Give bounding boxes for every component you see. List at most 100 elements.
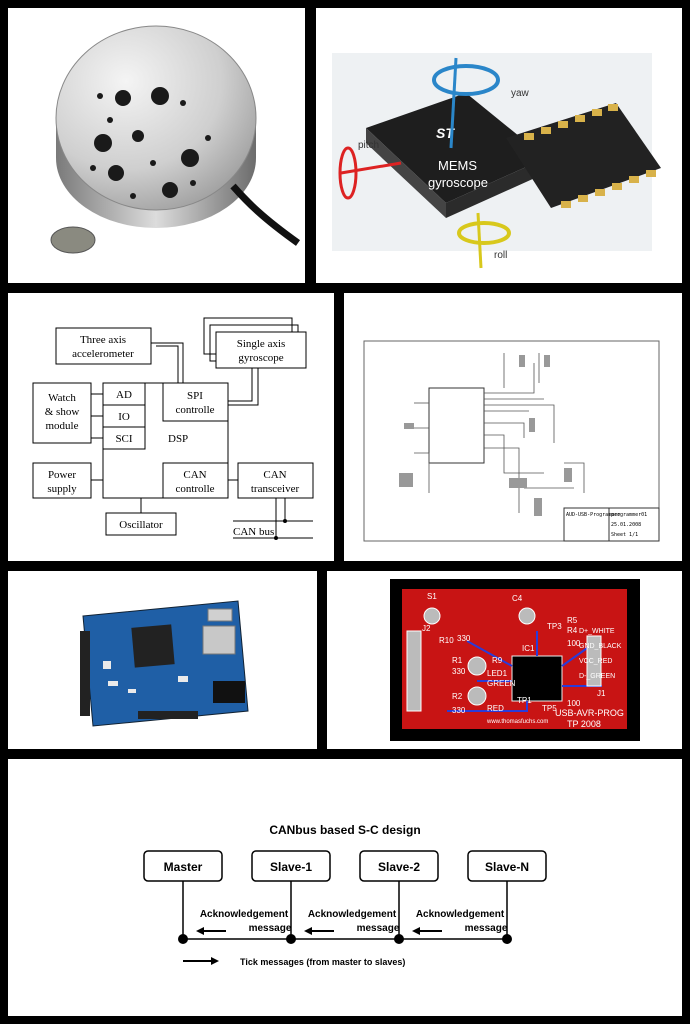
ack-arrow-1: Acknowledgement message [196, 909, 292, 935]
ack-2-line2: message [357, 923, 400, 934]
dev-board-panel [8, 571, 317, 749]
schematic-panel: AUD-USB-Programmer programmer01 25.01.20… [344, 293, 682, 561]
node-slave-1: Slave-1 [252, 851, 330, 881]
pcb-layout: S1 R10 R1 R2 330 330 330 100 100 R5 R4 R… [327, 571, 682, 749]
can-bus-label: CAN bus [233, 526, 274, 538]
svg-text:TP1: TP1 [517, 696, 532, 705]
ack-arrow-2: Acknowledgement message [304, 909, 400, 935]
node-slave-2-label: Slave-2 [378, 860, 420, 874]
ethernet-jack [203, 626, 235, 654]
can-trans-line2: transceiver [251, 483, 300, 495]
can-ctrl-line2: controlle [175, 483, 214, 495]
power-line2: supply [47, 483, 77, 495]
pin-header-bottom [138, 711, 198, 719]
node-slave-n-label: Slave-N [485, 860, 529, 874]
accelerometer-line2: accelerometer [72, 348, 134, 360]
legend-label: Tick messages (from master to slaves) [240, 957, 405, 967]
svg-text:330: 330 [452, 706, 466, 715]
pin-header-left [80, 631, 90, 716]
title-block-line3: 25.01.2008 [611, 522, 641, 528]
svg-text:RED: RED [487, 704, 504, 713]
svg-text:J1: J1 [597, 689, 606, 698]
dsp-label: DSP [168, 433, 188, 445]
dev-board-illustration [8, 571, 317, 749]
chip-line1: MEMS [438, 158, 477, 173]
svg-text:C4: C4 [512, 594, 523, 603]
svg-text:D-_GREEN: D-_GREEN [579, 673, 615, 680]
schematic-frame [364, 341, 659, 541]
can-design-title: CANbus based S-C design [269, 823, 420, 837]
force-sensor-illustration [8, 8, 305, 283]
node-master: Master [144, 851, 222, 881]
ack-3-line1: Acknowledgement [416, 909, 505, 920]
can-design-diagram: CANbus based S-C design Master Slave-1 S… [8, 759, 682, 1016]
title-block-line4: Sheet 1/1 [611, 532, 638, 538]
spi-line2: controlle [175, 404, 214, 416]
roll-label: roll [494, 250, 507, 261]
ad-label: AD [116, 389, 132, 401]
node-slave-2: Slave-2 [360, 851, 438, 881]
svg-text:R2: R2 [452, 692, 463, 701]
schematic-ic [429, 388, 484, 463]
ack-arrow-3: Acknowledgement message [412, 909, 508, 935]
gyroscope-line1: Single axis [237, 338, 286, 350]
power-line1: Power [48, 469, 76, 481]
gyroscope-line2: gyroscope [238, 352, 283, 364]
svg-text:R10: R10 [439, 636, 454, 645]
svg-text:R4: R4 [567, 626, 578, 635]
yaw-label: yaw [511, 88, 530, 99]
sci-label: SCI [115, 433, 132, 445]
ack-3-line2: message [465, 923, 508, 934]
legend: Tick messages (from master to slaves) [183, 957, 405, 967]
svg-text:J2: J2 [422, 624, 431, 633]
usb-jack [208, 609, 232, 621]
ack-1-line1: Acknowledgement [200, 909, 289, 920]
schematic-components [399, 355, 572, 516]
schematic-drawing: AUD-USB-Programmer programmer01 25.01.20… [344, 293, 682, 561]
chip-line2: gyroscope [428, 175, 488, 190]
svg-text:TP3: TP3 [547, 622, 562, 631]
sensor-cable [233, 186, 298, 243]
svg-text:D+_WHITE: D+_WHITE [579, 628, 615, 635]
svg-text:TP 2008: TP 2008 [567, 719, 601, 729]
board-mcu [131, 624, 174, 667]
power-jack [213, 681, 245, 703]
svg-text:R1: R1 [452, 656, 463, 665]
node-slave-1-label: Slave-1 [270, 860, 312, 874]
coin [51, 227, 95, 253]
title-block-line2: programmer01 [611, 512, 647, 518]
svg-text:GND_BLACK: GND_BLACK [579, 643, 622, 650]
pcb-layout-panel: S1 R10 R1 R2 330 330 330 100 100 R5 R4 R… [327, 571, 682, 749]
watch-line2: & show [45, 406, 80, 418]
node-slave-n: Slave-N [468, 851, 546, 881]
pitch-label: pitch [358, 140, 379, 151]
svg-text:GREEN: GREEN [487, 679, 516, 688]
svg-text:100: 100 [567, 699, 581, 708]
svg-text:R5: R5 [567, 616, 578, 625]
block-diagram: Three axis accelerometer Single axis gyr… [8, 293, 334, 561]
svg-text:VCC_RED: VCC_RED [579, 658, 612, 665]
node-master-label: Master [164, 860, 203, 874]
svg-text:USB-AVR-PROG: USB-AVR-PROG [555, 708, 624, 718]
svg-text:www.thomasfuchs.com: www.thomasfuchs.com [486, 719, 548, 725]
watch-line1: Watch [48, 392, 76, 404]
svg-text:IC1: IC1 [522, 644, 535, 653]
io-label: IO [118, 411, 130, 423]
ack-1-line2: message [249, 923, 292, 934]
pcb-ic [512, 656, 562, 701]
spi-line1: SPI [187, 390, 203, 402]
can-design-panel: CANbus based S-C design Master Slave-1 S… [8, 759, 682, 1016]
ack-2-line1: Acknowledgement [308, 909, 397, 920]
svg-text:LED1: LED1 [487, 669, 508, 678]
mems-gyro-panel: ST MEMS gyroscope yaw pitch roll [316, 8, 682, 283]
sensor-top [56, 26, 256, 210]
accelerometer-line1: Three axis [80, 334, 126, 346]
watch-line3: module [46, 420, 79, 432]
schematic-wires [404, 353, 584, 513]
svg-text:R9: R9 [492, 656, 503, 665]
oscillator-label: Oscillator [119, 519, 163, 531]
svg-text:330: 330 [457, 634, 471, 643]
can-trans-line1: CAN [263, 469, 286, 481]
can-ctrl-line1: CAN [183, 469, 206, 481]
